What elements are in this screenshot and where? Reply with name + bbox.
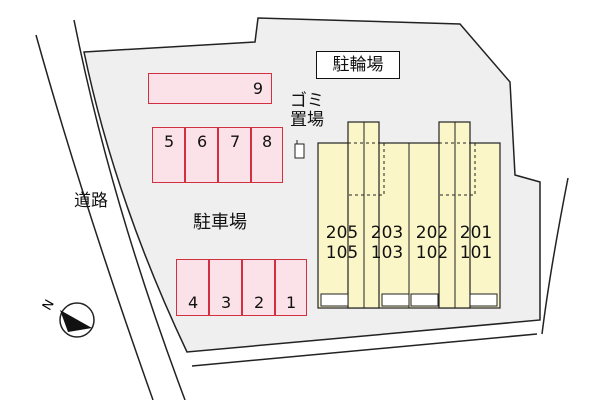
parking-space-number: 5 (164, 132, 175, 151)
meter-box (381, 293, 410, 307)
road-label: 道路 (74, 191, 108, 211)
road-edge-right (73, 19, 186, 401)
north-compass-icon: N (40, 297, 95, 338)
unit-label-202-102: 202 102 (408, 223, 456, 263)
unit-label-203-103: 203 103 (363, 223, 411, 263)
parking-space-number: 7 (230, 132, 241, 151)
parking-label: 駐車場 (193, 212, 247, 233)
parking-space-number: 6 (197, 132, 208, 151)
bicycle-parking-label: 駐輪場 (316, 51, 400, 79)
parking-space-number: 3 (221, 293, 232, 312)
parking-space-1: 1 (275, 259, 307, 316)
parking-space-4: 4 (176, 259, 209, 316)
parking-space-2: 2 (242, 259, 275, 316)
unit-upper: 205 (325, 223, 359, 243)
parking-space-number: 1 (286, 293, 297, 312)
parking-space-6: 6 (185, 127, 218, 183)
unit-upper: 201 (459, 223, 493, 243)
unit-lower: 101 (459, 243, 493, 263)
unit-upper: 202 (415, 223, 449, 243)
unit-label-201-101: 201 101 (452, 223, 500, 263)
parking-space-number: 9 (252, 79, 263, 98)
unit-label-205-105: 205 105 (318, 223, 366, 263)
compass-label: N (40, 297, 58, 313)
parking-space-number: 2 (254, 293, 265, 312)
meter-box (320, 293, 349, 307)
garbage-area-label: ゴミ置場 (290, 91, 324, 130)
dashed-outline-right (438, 142, 476, 196)
unit-lower: 103 (370, 243, 404, 263)
parking-space-7: 7 (218, 127, 251, 183)
parking-space-9: 9 (148, 73, 272, 104)
unit-upper: 203 (370, 223, 404, 243)
unit-lower: 105 (325, 243, 359, 263)
dashed-outline-left (347, 142, 385, 196)
neighbor-edge-right (541, 177, 569, 335)
parking-space-3: 3 (209, 259, 242, 316)
parking-space-number: 4 (188, 293, 199, 312)
neighbor-edge-bottom (191, 333, 538, 367)
road-edge-left (35, 34, 154, 401)
meter-box (469, 293, 498, 307)
parking-space-8: 8 (251, 127, 283, 183)
parking-space-number: 8 (262, 132, 273, 151)
meter-box (410, 293, 439, 307)
unit-lower: 102 (415, 243, 449, 263)
parking-space-5: 5 (152, 127, 185, 183)
garbage-bin-icon (294, 143, 305, 159)
